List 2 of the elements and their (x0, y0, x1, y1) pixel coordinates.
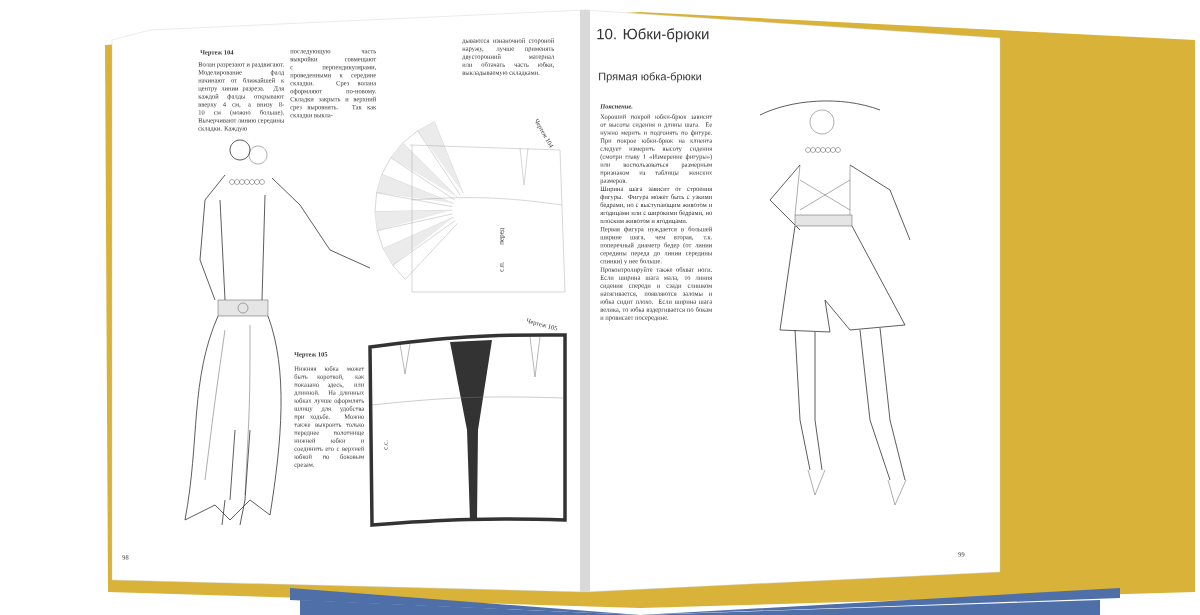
chapter-heading: 10. Юбки-брюки (597, 28, 709, 43)
section-heading: Прямая юбка-брюки (599, 72, 701, 83)
